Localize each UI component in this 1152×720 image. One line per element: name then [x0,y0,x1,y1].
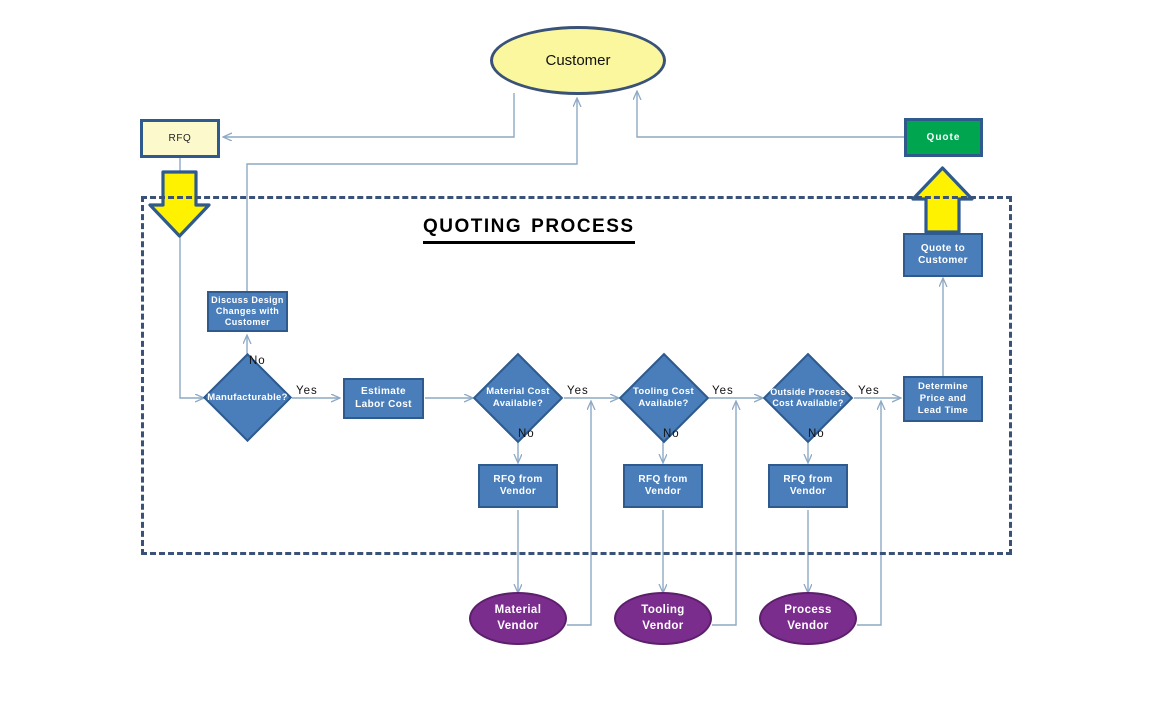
manufacturable-label: Manufacturable? [207,391,288,403]
edge-label-material-no: No [518,428,535,440]
rfq-from-vendor-tooling-node[interactable]: RFQ from Vendor [623,464,703,508]
estimate-labor-line2: Labor Cost [355,398,412,410]
material-vendor-line2: Vendor [497,619,539,632]
rfq-vendor-tooling-line2: Vendor [644,486,682,497]
edge-label-tooling-no: No [663,428,680,440]
manufacturable-decision[interactable]: Manufacturable? [202,352,293,442]
rfq-vendor-material-line2: Vendor [499,486,537,497]
page-title: Quoting Process [423,208,635,244]
edge-label-outside-no: No [808,428,825,440]
tooling-vendor-line1: Tooling [641,603,685,616]
customer-node[interactable]: Customer [490,26,666,95]
tooling-vendor-node[interactable]: Tooling Vendor [614,592,712,645]
edge-label-outside-yes: Yes [858,385,880,397]
quote-to-customer-node[interactable]: Quote to Customer [903,233,983,277]
big-down-arrow-shape [148,170,211,238]
quote-to-customer-line2: Customer [918,255,968,266]
material-vendor-node[interactable]: Material Vendor [469,592,567,645]
determine-price-node[interactable]: Determine Price and Lead Time [903,376,983,422]
quote-label: Quote [926,132,961,143]
outside-process-cost-label: Outside Process Cost Available? [770,386,846,408]
material-cost-label: Material Cost Available? [486,386,550,409]
rfq-vendor-process-line1: RFQ from [783,473,833,485]
quoting-process-boundary [141,196,1012,555]
tooling-cost-decision[interactable]: Tooling Cost Available? [618,352,709,443]
determine-price-line2: Price and [919,393,967,405]
edge-label-manufacturable-yes: Yes [296,385,318,397]
estimate-labor-cost-node[interactable]: Estimate Labor Cost [343,378,424,419]
rfq-from-vendor-material-node[interactable]: RFQ from Vendor [478,464,558,508]
tooling-cost-label: Tooling Cost Available? [633,386,694,409]
quote-node[interactable]: Quote [904,118,983,157]
rfq-vendor-tooling-line1: RFQ from [638,473,688,485]
material-vendor-line1: Material [494,603,542,616]
rfq-label: RFQ [168,133,192,144]
big-up-arrow-shape [911,166,974,234]
discuss-design-line3: Customer [224,317,271,328]
process-vendor-node[interactable]: Process Vendor [759,592,857,645]
edge-label-tooling-yes: Yes [712,385,734,397]
rfq-vendor-process-line2: Vendor [789,486,827,497]
tooling-vendor-line2: Vendor [642,619,684,632]
determine-price-line1: Determine [917,381,969,393]
discuss-design-line2: Changes with [215,305,280,316]
edge-label-manufacturable-no: No [249,355,266,367]
material-cost-decision[interactable]: Material Cost Available? [472,352,564,443]
discuss-design-line1: Discuss Design [211,294,284,305]
quote-to-customer-line1: Quote to [920,242,966,254]
rfq-node[interactable]: RFQ [140,119,220,158]
edge-label-material-yes: Yes [567,385,589,397]
determine-price-line3: Lead Time [917,404,969,416]
outside-process-cost-decision[interactable]: Outside Process Cost Available? [761,352,855,443]
process-vendor-line1: Process [784,603,832,616]
discuss-design-node[interactable]: Discuss Design Changes with Customer [207,291,288,332]
customer-label: Customer [545,52,611,69]
rfq-from-vendor-process-node[interactable]: RFQ from Vendor [768,464,848,508]
estimate-labor-line1: Estimate [361,386,406,397]
process-vendor-line2: Vendor [787,619,829,632]
rfq-vendor-material-line1: RFQ from [493,473,543,485]
